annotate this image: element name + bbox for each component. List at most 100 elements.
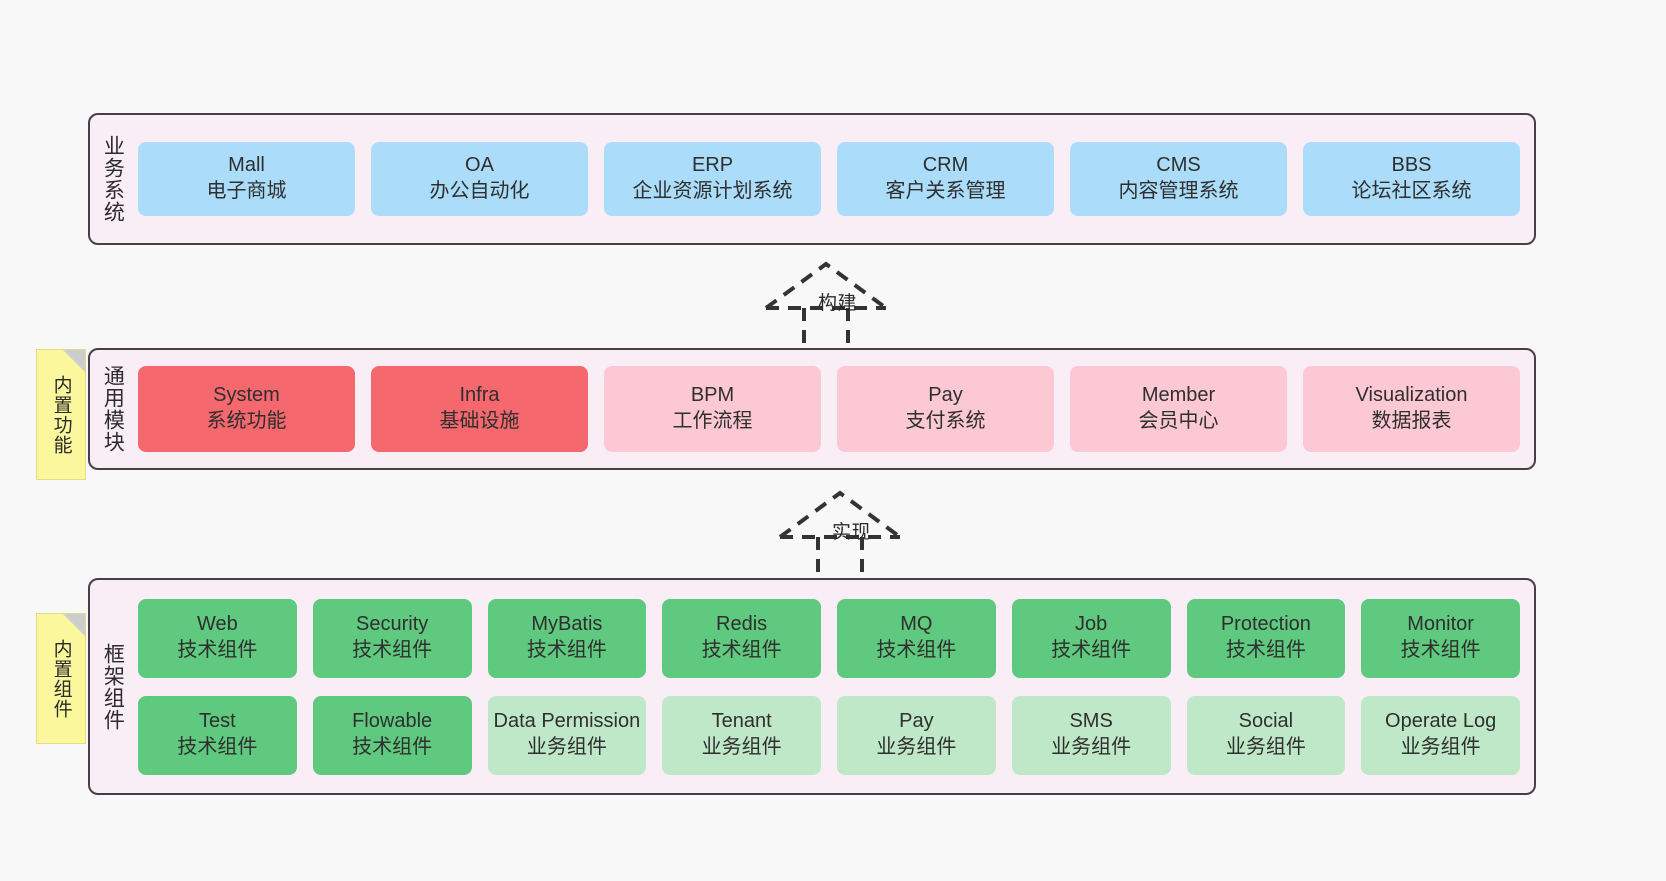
module-card-subtitle: 业务组件 [701,736,782,758]
module-card-bpm[interactable]: BPM 工作流程 [604,366,821,452]
module-card-title: Web [196,613,238,636]
note-builtin-functions: 内置功能 [36,349,86,480]
module-card-title: Security [356,613,429,636]
module-card-test[interactable]: Test 技术组件 [138,695,297,775]
module-card-pay[interactable]: Pay 支付系统 [837,366,1054,452]
module-card-subtitle: 技术组件 [177,736,258,758]
module-card-subtitle: 技术组件 [177,639,258,661]
module-card-subtitle: 论坛社区系统 [1351,180,1472,202]
connector-implement-label: 实现 [832,522,872,543]
module-card-subtitle: 业务组件 [1051,736,1132,758]
module-card-subtitle: 技术组件 [1225,639,1306,661]
module-card-tenant[interactable]: Tenant 业务组件 [662,695,821,775]
connector-build-label: 构建 [818,293,858,314]
module-card-subtitle: 办公自动化 [429,180,530,202]
module-card-social[interactable]: Social 业务组件 [1186,695,1346,775]
module-card-subtitle: 业务组件 [1225,736,1306,758]
module-card-protection[interactable]: Protection 技术组件 [1186,598,1346,678]
module-card-subtitle: 基础设施 [439,410,520,432]
module-card-subtitle: 技术组件 [352,736,433,758]
module-card-mybatis[interactable]: MyBatis 技术组件 [487,598,647,678]
module-card-mq[interactable]: MQ 技术组件 [837,598,996,678]
module-card-subtitle: 业务组件 [526,736,607,758]
module-card-flowable[interactable]: Flowable 技术组件 [312,695,472,775]
module-card-subtitle: 内容管理系统 [1118,180,1239,202]
module-card-subtitle: 技术组件 [701,639,782,661]
module-card-subtitle: 企业资源计划系统 [632,180,793,202]
module-card-infra[interactable]: Infra 基础设施 [371,366,588,452]
module-card-subtitle: 工作流程 [672,410,753,432]
module-card-security[interactable]: Security 技术组件 [312,598,472,678]
module-card-subtitle: 技术组件 [1051,639,1132,661]
module-card-title: OA [465,154,494,177]
module-card-title: SMS [1069,710,1113,733]
module-card-title: Tenant [711,710,772,733]
note-builtin-components-label: 内置组件 [50,638,72,719]
module-card-title: Pay [928,384,963,407]
note-builtin-components: 内置组件 [36,613,86,744]
module-card-subtitle: 支付系统 [905,410,986,432]
module-card-title: Test [199,710,236,733]
module-card-crm[interactable]: CRM 客户关系管理 [837,142,1054,216]
module-card-title: MyBatis [531,613,603,636]
module-card-subtitle: 技术组件 [526,639,607,661]
module-card-title: BPM [690,384,735,407]
module-card-title: Job [1075,613,1108,636]
module-card-title: MQ [900,613,933,636]
arrowhead-triangle-build [764,261,888,310]
module-card-title: Redis [716,613,768,636]
note-builtin-functions-label: 内置功能 [50,374,72,455]
module-card-title: ERP [691,154,734,177]
module-card-title: Infra [459,384,500,407]
connector-stem-build [802,308,850,346]
module-card-redis[interactable]: Redis 技术组件 [662,598,821,678]
module-card-title: Protection [1220,613,1311,636]
module-card-title: Flowable [352,710,433,733]
module-card-title: CRM [922,154,969,177]
module-card-title: Mall [228,154,265,177]
module-card-web[interactable]: Web 技术组件 [138,598,297,678]
module-card-sms[interactable]: SMS 业务组件 [1011,695,1171,775]
layer-framework-title: 框架组件 [101,642,125,731]
module-card-title: BBS [1391,154,1432,177]
layer-business-title: 业务系统 [101,135,125,223]
module-card-subtitle: 技术组件 [352,639,433,661]
arrowhead-triangle-implement [778,490,902,539]
connector-implement: 实现 [772,487,932,575]
module-card-subtitle: 技术组件 [876,639,957,661]
module-card-job[interactable]: Job 技术组件 [1011,598,1171,678]
module-card-title: CMS [1156,154,1201,177]
module-card-title: Social [1238,710,1294,733]
module-card-title: Monitor [1407,613,1474,636]
module-card-subtitle: 系统功能 [206,410,287,432]
layer-common-title: 通用模块 [101,365,125,453]
module-card-cms[interactable]: CMS 内容管理系统 [1070,142,1287,216]
module-card-oa[interactable]: OA 办公自动化 [371,142,588,216]
module-card-subtitle: 会员中心 [1138,410,1219,432]
module-card-erp[interactable]: ERP 企业资源计划系统 [604,142,821,216]
connector-stem-implement [816,537,864,575]
module-card-subtitle: 客户关系管理 [885,180,1006,202]
module-card-visualization[interactable]: Visualization 数据报表 [1303,366,1520,452]
module-card-bbs[interactable]: BBS 论坛社区系统 [1303,142,1520,216]
module-card-title: Visualization [1355,384,1468,407]
module-card-subtitle: 业务组件 [876,736,957,758]
module-card-subtitle: 数据报表 [1371,410,1452,432]
